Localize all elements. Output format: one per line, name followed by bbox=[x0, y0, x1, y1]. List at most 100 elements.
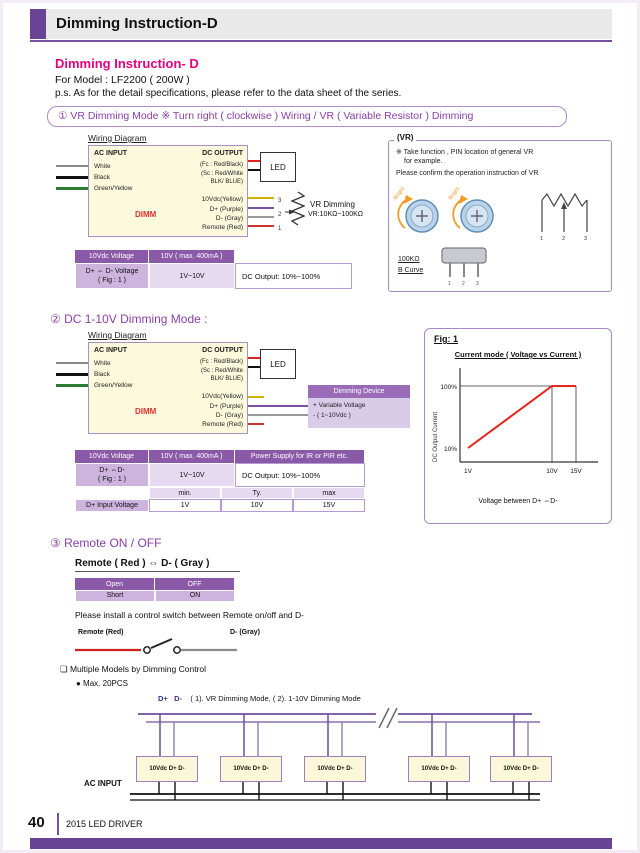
dimming-device-line1: + Variable Voltage bbox=[313, 402, 366, 409]
wire-black-led bbox=[248, 169, 260, 171]
blk-label: BLK/ BLUE) bbox=[210, 179, 243, 185]
header-bar bbox=[30, 9, 612, 39]
vr-info-box bbox=[388, 140, 612, 292]
switch-right-label: D- (Gray) bbox=[230, 629, 260, 636]
trimmer-pin-1: 1 bbox=[448, 281, 451, 287]
fig1-chart: DC Output Current 100% 10% 1V 10V 15V bbox=[433, 368, 598, 475]
dimm-label: DIMM bbox=[135, 210, 157, 219]
table1-row-label-line2: ( Fig : 1 ) bbox=[97, 277, 126, 284]
section3-heading: ③ Remote ON / OFF bbox=[50, 536, 162, 550]
ac-input-label: AC INPUT bbox=[94, 150, 128, 157]
ac-input-label: AC INPUT bbox=[94, 347, 128, 354]
pin-3-label: 3 bbox=[278, 198, 282, 204]
wiring-diagram-label-1: Wiring Diagram bbox=[88, 133, 147, 143]
fig1-xtick-2: 10V bbox=[546, 468, 558, 475]
wire-white-2 bbox=[56, 362, 88, 364]
table2-input-voltage-label: D+ Input Voltage bbox=[75, 499, 149, 512]
vr-range-label: VR:10KΩ~100KΩ bbox=[308, 211, 364, 218]
vr-info-title: (VR) bbox=[394, 133, 417, 142]
switch-diagram bbox=[75, 638, 237, 654]
driver-unit-5: 10Vdc D+ D- bbox=[490, 756, 552, 782]
wire-yellow-stub bbox=[248, 396, 264, 398]
wiring-diagram-label-2: Wiring Diagram bbox=[88, 330, 147, 340]
ac-input-bus-label: AC INPUT bbox=[84, 779, 122, 788]
fig1-xtick-3: 15V bbox=[570, 468, 582, 475]
wire-black-label: Black bbox=[94, 174, 110, 181]
table3-cell-on: ON bbox=[155, 590, 235, 602]
driver-box-1: AC INPUT White Black Green/Yellow DC OUT… bbox=[88, 145, 248, 237]
table3-cell-short: Short bbox=[75, 590, 155, 602]
table2-v-ty: 10V bbox=[221, 499, 293, 512]
fig1-xtick-1: 1V bbox=[464, 468, 473, 475]
table2-row-label-line2: ( Fig : 1 ) bbox=[97, 476, 126, 483]
driver-box-2: AC INPUT White Black Green/Yellow DC OUT… bbox=[88, 342, 248, 434]
remote-label: Remote (Red) bbox=[202, 224, 243, 231]
dimming-device-line2: - ( 1~10Vdc ) bbox=[313, 412, 351, 420]
driver-unit-3: 10Vdc D+ D- bbox=[304, 756, 366, 782]
section-title: Dimming Instruction- D bbox=[55, 56, 199, 71]
vr-potentiometer-graphics: Bright Bright 1 2 3 1 2 3 bbox=[393, 186, 588, 287]
wire-red-led bbox=[248, 160, 260, 162]
multi-models-sub: ● Max. 20PCS bbox=[76, 679, 128, 688]
wire-yellow-dim bbox=[248, 197, 274, 199]
dimming-device-body: + Variable Voltage - ( 1~10Vdc ) bbox=[308, 398, 410, 428]
vdc10-label: 10Vdc(Yellow) bbox=[201, 196, 243, 203]
wire-black-label: Black bbox=[94, 371, 110, 378]
sc-label: (Sc : Red/White bbox=[200, 368, 243, 374]
table1-row-label-line1: D+ ⇔ D- Voltage bbox=[85, 267, 139, 275]
table2-ty-header: Ty. bbox=[221, 487, 293, 499]
multi-models-title: ❏ Multiple Models by Dimming Control bbox=[60, 664, 207, 674]
vr-note-3: Please confirm the operation instruction… bbox=[396, 170, 539, 177]
table2-max-header: max bbox=[293, 487, 365, 499]
vr-resistor-symbol: 3 2 1 bbox=[278, 191, 306, 232]
footer-band bbox=[30, 838, 612, 849]
table2-header-1: 10Vdc Voltage bbox=[75, 450, 149, 463]
footer-divider bbox=[57, 813, 59, 835]
table3-header-off: OFF bbox=[155, 578, 235, 590]
driver-unit-2: 10Vdc D+ D- bbox=[220, 756, 282, 782]
schematic-pin-1: 1 bbox=[540, 236, 543, 242]
dplus-label: D+ (Purple) bbox=[209, 206, 243, 213]
dc-output-label: DC OUTPUT bbox=[202, 150, 243, 157]
header-underline bbox=[30, 40, 612, 42]
vr-note-1: ※ Take function , PIN location of genera… bbox=[396, 149, 534, 156]
vr-dimming-label: VR Dimming bbox=[310, 200, 355, 209]
table2-output: DC Output: 10%~100% bbox=[235, 463, 365, 487]
trimmer-pin-3: 3 bbox=[476, 281, 479, 287]
wire-black-led-2 bbox=[248, 366, 260, 368]
blk-label: BLK/ BLUE) bbox=[210, 376, 243, 382]
schematic-pin-2: 2 bbox=[562, 236, 565, 242]
fig1-caption: Voltage between D+ ⇔D- bbox=[478, 498, 558, 505]
wire-purple-device bbox=[248, 405, 308, 407]
section3-note: Please install a control switch between … bbox=[75, 610, 304, 620]
table1-output: DC Output: 10%~100% bbox=[235, 263, 352, 289]
fig1-ytick-min: 10% bbox=[444, 446, 457, 453]
table2-header-2: 10V ( max. 400mA ) bbox=[149, 450, 235, 463]
table2-min-header: min. bbox=[149, 487, 221, 499]
section2-heading: ② DC 1-10V Dimming Mode : bbox=[50, 312, 208, 326]
wire-green bbox=[56, 187, 88, 190]
wire-gray-device bbox=[248, 414, 308, 416]
ps-line: p.s. As for the detail specifications, p… bbox=[55, 88, 402, 99]
fig1-label: Fig: 1 bbox=[434, 334, 458, 344]
section1-heading: ① VR Dimming Mode ※ Turn right ( clockwi… bbox=[47, 106, 567, 127]
fig1-ylabel: DC Output Current bbox=[433, 412, 439, 462]
vr-value-label: 100KΩ bbox=[398, 256, 420, 263]
fc-label: (Fc : Red/Black) bbox=[199, 359, 243, 365]
table2-v-min: 1V bbox=[149, 499, 221, 512]
wire-green-label: Green/Yellow bbox=[94, 382, 133, 389]
wire-white-label: White bbox=[94, 163, 111, 170]
fig1-ytick-max: 100% bbox=[440, 384, 457, 391]
table1-value-range: 1V~10V bbox=[149, 263, 235, 289]
pin-2-label: 2 bbox=[278, 212, 282, 218]
wire-black-2 bbox=[56, 373, 88, 376]
page-title: Dimming Instruction-D bbox=[56, 15, 218, 32]
dimming-device-header: Dimming Device bbox=[308, 385, 410, 398]
multi-driver-wiring bbox=[130, 707, 540, 801]
table3-header-open: Open bbox=[75, 578, 155, 590]
wire-red-dim bbox=[248, 225, 274, 227]
bus-label-line: D+ D- ( 1). VR Dimming Mode, ( 2). 1-10V… bbox=[158, 694, 361, 703]
wire-green-label: Green/Yellow bbox=[94, 185, 133, 192]
table1-header-1: 10Vdc Voltage bbox=[75, 250, 149, 263]
